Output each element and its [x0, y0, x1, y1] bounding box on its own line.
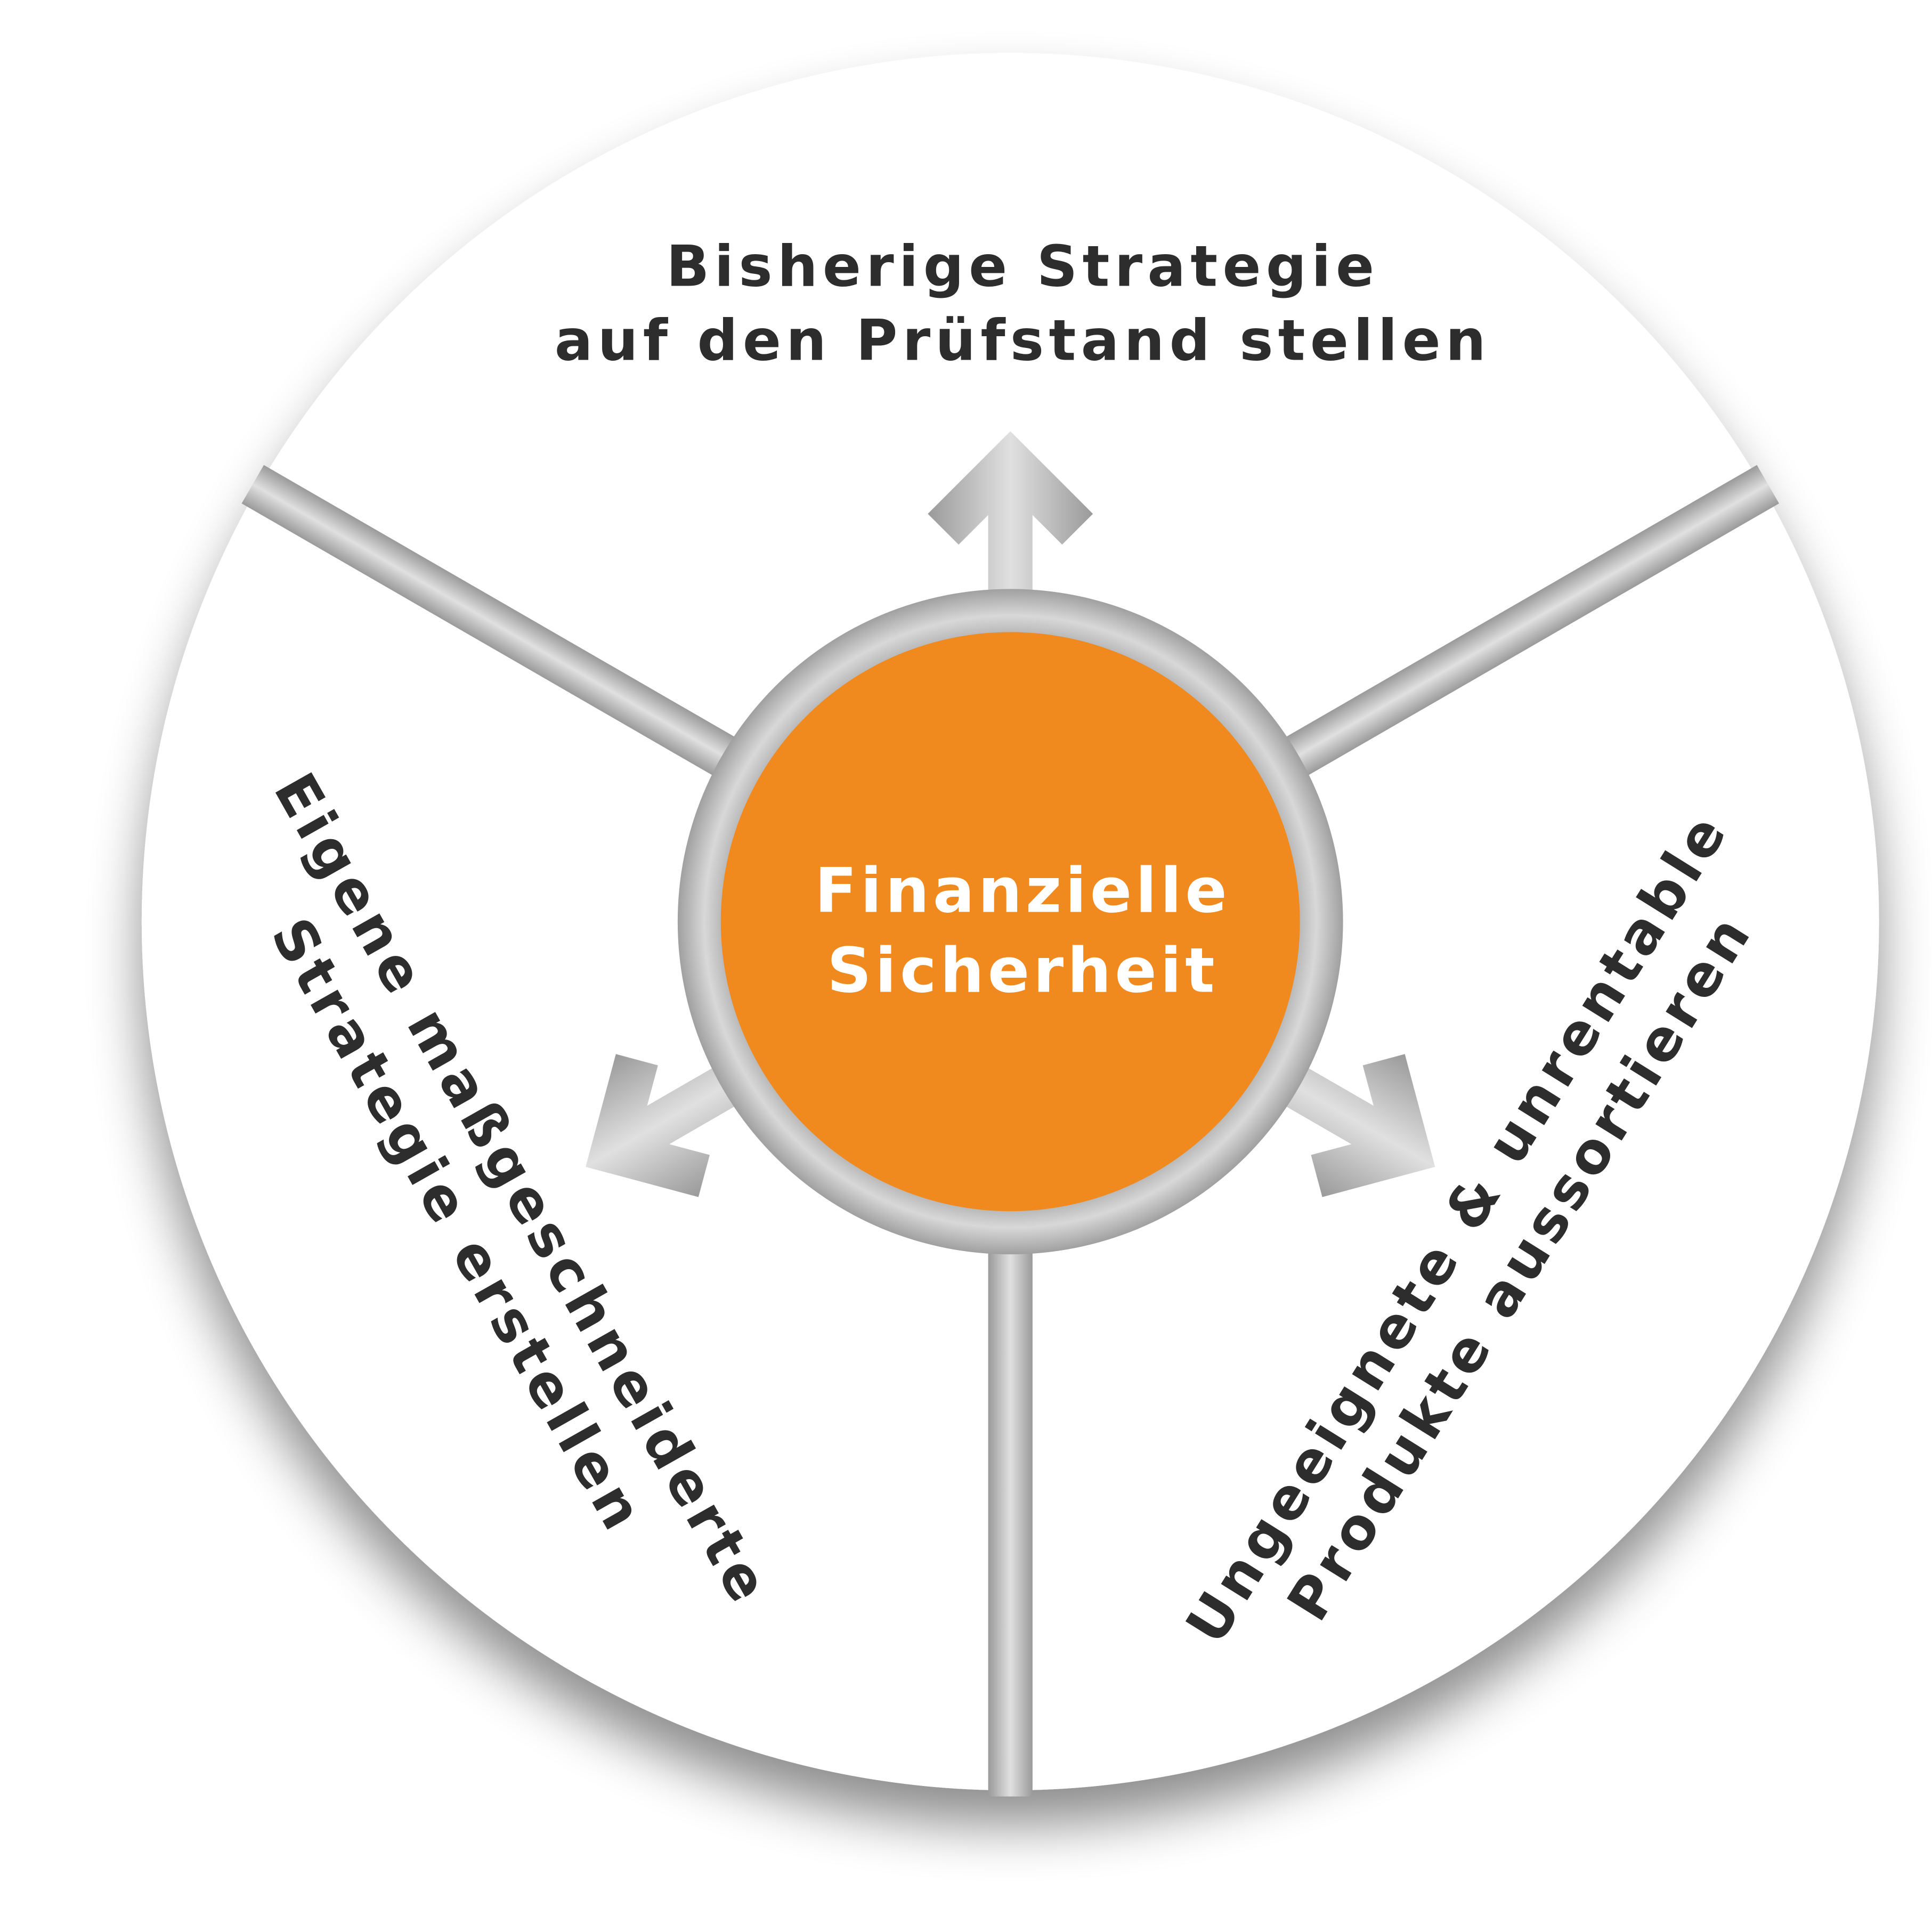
arrow-down-right-icon: [1277, 1054, 1435, 1197]
arrow-down-left-icon: [586, 1054, 744, 1197]
segment-top-line1: Bisherige Strategie: [666, 234, 1379, 300]
center-title-line1: Finanzielle: [815, 855, 1231, 927]
segment-top-line2: auf den Prüfstand stellen: [555, 307, 1491, 374]
center-circle: [720, 632, 1300, 1212]
arrow-up-icon: [928, 431, 1093, 602]
arrows: [586, 431, 1435, 1197]
center-title-line2: Sicherheit: [827, 936, 1218, 1007]
